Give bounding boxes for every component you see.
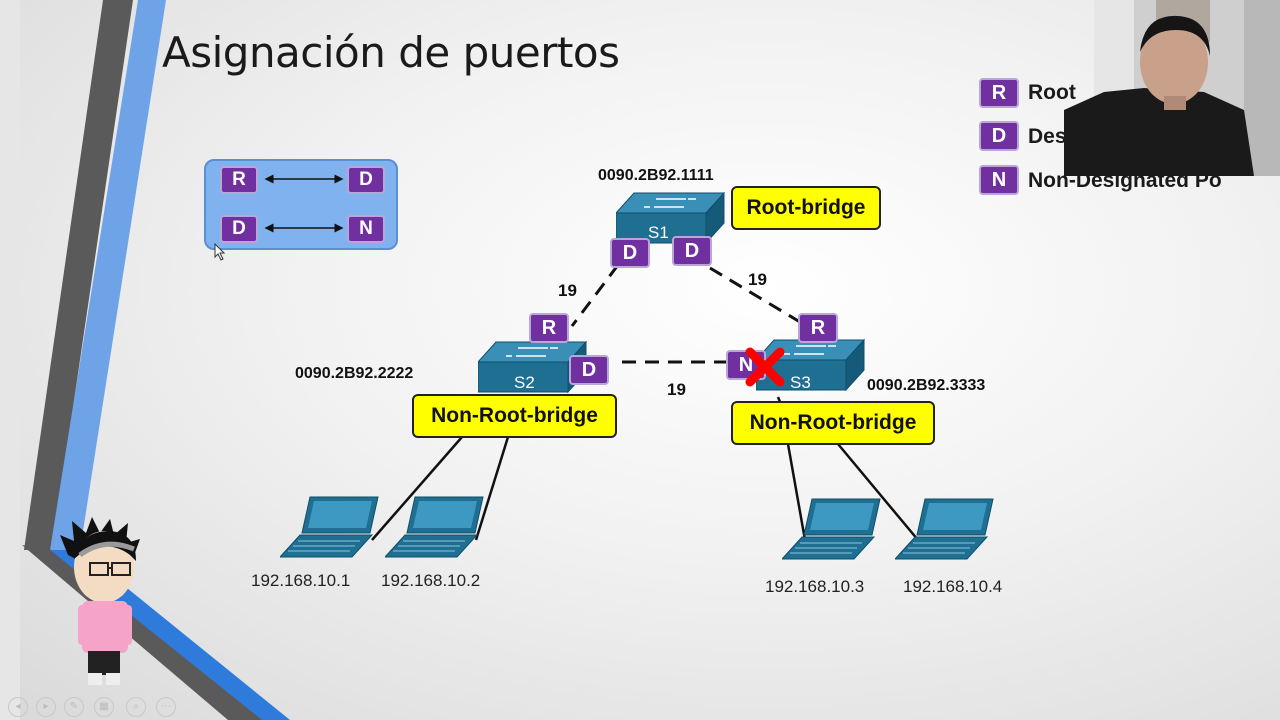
switch-icon — [478, 340, 588, 394]
host-ip: 192.168.10.3 — [765, 577, 865, 596]
mouse-cursor-icon — [214, 243, 226, 261]
non-root-bridge-label: Non-Root-bridge — [731, 401, 935, 445]
presenter-webcam — [1064, 0, 1280, 176]
mac-address: 0090.2B92.3333 — [867, 377, 986, 394]
mac-address: 0090.2B92.2222 — [295, 365, 414, 382]
switch-label: S2 — [514, 373, 535, 392]
cartoon-avatar — [60, 517, 140, 685]
page-title: Asignación de puertos — [162, 28, 620, 77]
zoom-icon[interactable]: ⌕ — [126, 697, 146, 717]
legend-badge-non-designated: N — [979, 165, 1019, 195]
host-ip: 192.168.10.2 — [381, 571, 481, 590]
host-ip: 192.168.10.1 — [251, 571, 351, 590]
key-arrows — [264, 174, 344, 233]
key-badge-root: R — [220, 166, 258, 194]
pen-icon[interactable]: ✎ — [64, 697, 84, 717]
link-cost: 19 — [748, 270, 767, 289]
mac-address: 0090.2B92.1111 — [598, 167, 714, 184]
switch-label: S1 — [648, 223, 669, 242]
laptop-icon — [385, 496, 484, 558]
switch-icon — [616, 191, 726, 245]
laptop-icon — [782, 498, 881, 560]
port-badge-designated: D — [610, 238, 650, 268]
link-cost: 19 — [558, 281, 577, 300]
legend-label-root: Root — [1028, 81, 1076, 104]
key-badge-designated: D — [220, 215, 258, 243]
non-root-bridge-label: Non-Root-bridge — [412, 394, 617, 438]
root-bridge-label: Root-bridge — [731, 186, 881, 230]
more-options-icon[interactable]: ⋯ — [156, 697, 176, 717]
legend-badge-designated: D — [979, 121, 1019, 151]
key-badge-non-designated: N — [347, 215, 385, 243]
laptop-icon — [280, 496, 379, 558]
next-slide-icon[interactable]: ▸ — [36, 697, 56, 717]
prev-slide-icon[interactable]: ◂ — [8, 697, 28, 717]
port-badge-root: R — [529, 313, 569, 343]
slides-grid-icon[interactable]: ▦ — [94, 697, 114, 717]
port-badge-root: R — [798, 313, 838, 343]
key-badge-designated: D — [347, 166, 385, 194]
switch-label: S3 — [790, 373, 811, 392]
blocked-port-x-icon — [745, 347, 785, 387]
link-cost: 19 — [667, 380, 686, 399]
laptop-icon — [895, 498, 994, 560]
port-badge-designated: D — [672, 236, 712, 266]
port-badge-designated: D — [569, 355, 609, 385]
legend-badge-root: R — [979, 78, 1019, 108]
host-ip: 192.168.10.4 — [903, 577, 1003, 596]
